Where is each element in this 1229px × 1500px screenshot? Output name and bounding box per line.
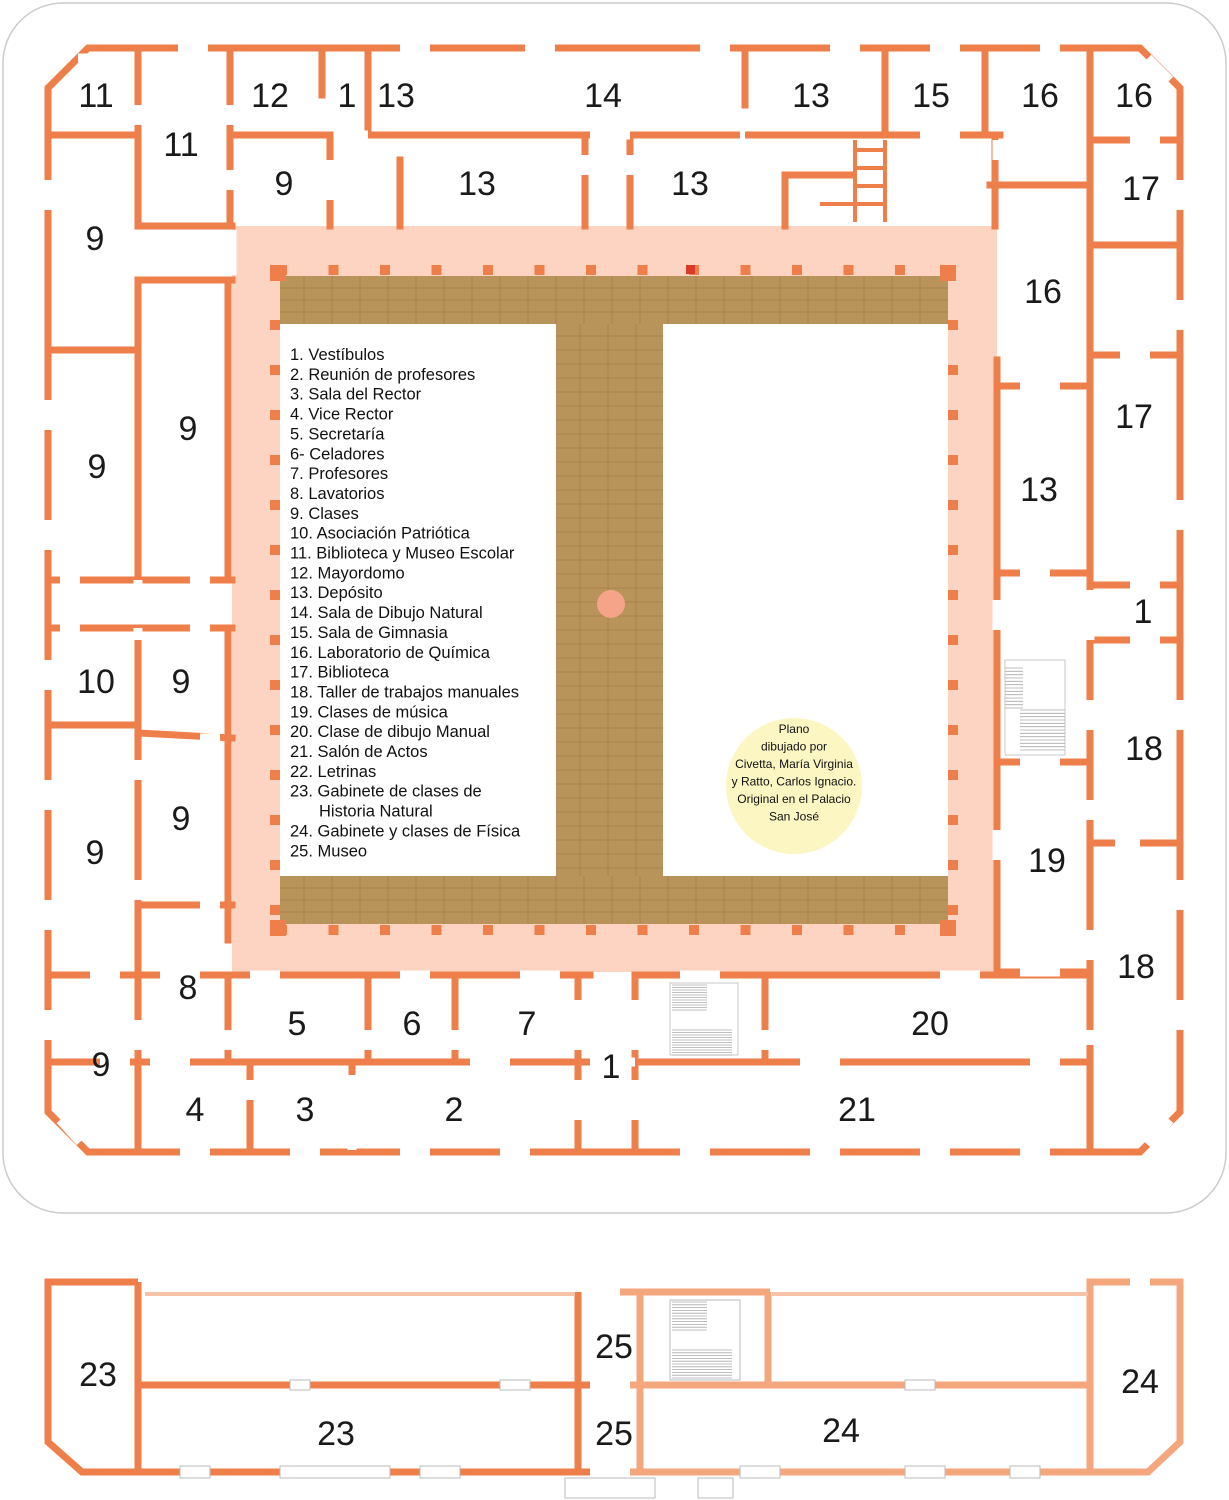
room-number: 23 [79,1356,117,1394]
room-number: 16 [1115,77,1153,115]
room-number: 17 [1122,170,1160,208]
room-number: 11 [163,126,198,164]
legend-item: 16. Laboratorio de Química [290,644,491,662]
staircases [669,659,1066,1056]
annex-doors [179,1379,1041,1499]
room-number: 18 [1125,730,1163,768]
legend-item: 12. Mayordomo [290,564,405,582]
legend-item: 19. Clases de música [290,703,449,721]
fountain [597,590,625,618]
room-number: 4 [186,1091,205,1129]
legend-item: 18. Taller de trabajos manuales [290,683,519,701]
room-number: 5 [288,1005,307,1043]
room-number: 13 [1020,471,1058,509]
legend-item: 13. Depósito [290,584,383,602]
legend-item: 25. Museo [290,842,367,860]
room-number: 9 [88,448,107,486]
legend-item: 20. Clase de dibujo Manual [290,723,490,741]
doors-windows [43,43,1185,1157]
legend-item: 11. Biblioteca y Museo Escolar [290,545,515,563]
room-number: 3 [296,1091,315,1129]
legend-item: 22. Letrinas [290,763,376,781]
room-number: 16 [1024,273,1062,311]
room-number: 1 [1134,593,1153,631]
room-number: 2 [445,1091,464,1129]
credit-line: Civetta, María Virginia [735,757,853,771]
room-number: 8 [179,969,198,1007]
legend: 1. Vestíbulos 2. Reunión de profesores 3. … [290,346,521,860]
room-number: 25 [595,1415,633,1453]
credit-line: dibujado por [761,740,827,754]
legend-item: 15. Sala de Gimnasia [290,624,449,642]
annex-stairs [672,1301,732,1379]
credit-line: San José [769,810,819,824]
room-number: 17 [1115,398,1153,436]
room-number: 24 [1121,1363,1159,1401]
legend-item: 5. Secretaría [290,425,385,443]
room-number: 15 [912,77,950,115]
patio-pillars [270,265,958,936]
credit-line: Plano [779,722,810,736]
room-number: 13 [377,77,415,115]
walls [44,44,1184,1156]
legend-item: 23. Gabinete de clases de [290,783,482,801]
legend-item: 2. Reunión de profesores [290,366,475,384]
annex-stairs-box [669,1299,741,1381]
legend-item: 6- Celadores [290,445,384,463]
legend-item: 24. Gabinete y clases de Física [290,822,521,840]
room-number: 20 [911,1005,949,1043]
legend-item: 1. Vestíbulos [290,346,384,364]
room-number: 9 [172,800,191,838]
credit-line: Original en el Palacio [737,792,851,806]
room-number: 1 [338,77,357,115]
room-number: 9 [92,1046,111,1084]
stair-rails [820,140,887,222]
legend-item: 10. Asociación Patriótica [290,525,471,543]
room-number: 9 [86,834,105,872]
legend-item: 4. Vice Rector [290,406,394,424]
legend-item: 14. Sala de Dibujo Natural [290,604,483,622]
room-number: 24 [822,1412,860,1450]
legend-item: 21. Salón de Actos [290,743,428,761]
room-number: 7 [518,1005,537,1043]
credit-badge [726,718,862,854]
room-number: 23 [317,1415,355,1453]
legend-item: 9. Clases [290,505,359,523]
room-number: 9 [172,663,191,701]
room-number: 18 [1117,948,1155,986]
legend-item: 7. Profesores [290,465,388,483]
room-number: 10 [77,663,115,701]
room-number: 9 [275,165,294,203]
bell-marker [686,265,695,274]
room-number: 11 [78,77,113,115]
room-number: 19 [1028,842,1066,880]
room-number: 14 [584,77,622,115]
annex-walls-light [620,1278,1184,1476]
legend-item: 8. Lavatorios [290,485,384,503]
room-number: 25 [595,1328,633,1366]
room-number: 12 [251,77,289,115]
room-number: 9 [179,410,198,448]
room-number: 13 [458,165,496,203]
room-number: 21 [838,1091,876,1129]
plan-frame [2,2,1227,1214]
legend-item: 3. Sala del Rector [290,386,422,404]
room-number: 6 [403,1005,422,1043]
room-number: 13 [792,77,830,115]
legend-item: 17. Biblioteca [290,664,390,682]
legend-item: Historia Natural [319,803,433,821]
annex-room-labels: 23 25 24 23 25 24 [79,1328,1159,1453]
room-number: 1 [602,1048,621,1086]
room-number: 13 [671,165,709,203]
room-number: 16 [1021,77,1059,115]
credit-line: y Ratto, Carlos Ignacio. [732,775,857,789]
room-number: 9 [86,220,105,258]
